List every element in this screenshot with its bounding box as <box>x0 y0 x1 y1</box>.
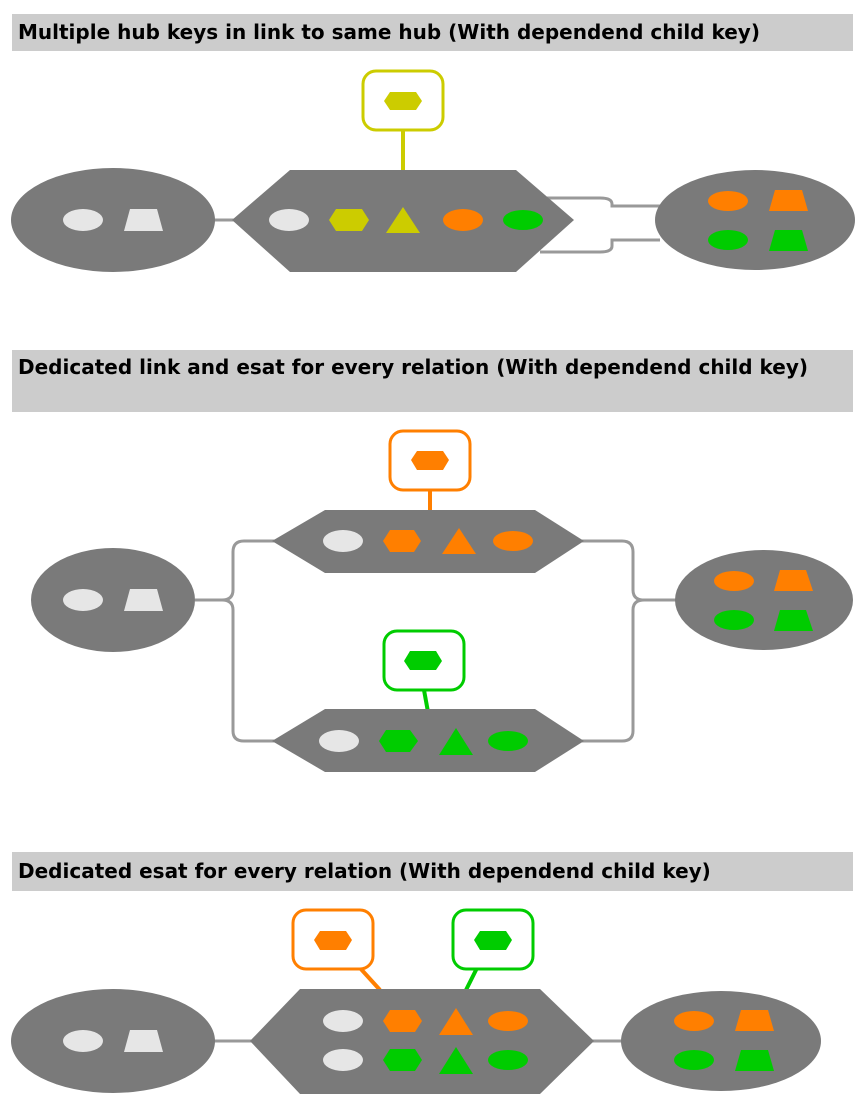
hub-left <box>11 989 215 1093</box>
hub-right <box>621 991 821 1091</box>
key-ellipse-icon <box>323 1049 363 1071</box>
key-triangle-icon <box>439 1047 473 1074</box>
key-ellipse-icon <box>323 530 363 552</box>
key-hexagon-icon <box>383 530 421 552</box>
key-ellipse-icon <box>708 230 748 250</box>
section-header-dedicated-link-and-esat: Dedicated link and esat for every relati… <box>12 350 853 412</box>
key-ellipse-icon <box>323 1010 363 1032</box>
link-node-bottom <box>272 709 584 772</box>
key-trapezoid-icon <box>735 1050 774 1071</box>
key-trapezoid-icon <box>774 610 813 631</box>
key-trapezoid-icon <box>769 230 808 251</box>
key-ellipse-icon <box>503 210 543 230</box>
key-hexagon-icon <box>384 92 422 110</box>
key-ellipse-icon <box>63 589 103 611</box>
key-trapezoid-icon <box>774 570 813 591</box>
link-node-top <box>272 510 584 573</box>
diagram-dedicated-esat <box>11 908 821 1094</box>
hub-right <box>675 550 853 650</box>
key-ellipse-icon <box>488 731 528 751</box>
key-ellipse-icon <box>443 209 483 231</box>
key-ellipse-icon <box>63 1030 103 1052</box>
key-hexagon-icon <box>383 1010 422 1032</box>
key-ellipse-icon <box>674 1011 714 1031</box>
diagram-dedicated-link-and-esat <box>31 429 853 772</box>
connector-bottom-link-right-hub <box>580 598 680 743</box>
key-trapezoid-icon <box>124 1030 163 1052</box>
connector-top-link-right-hub <box>580 539 680 602</box>
key-hexagon-icon <box>314 931 352 950</box>
section-header-dedicated-esat: Dedicated esat for every relation (With … <box>12 852 853 891</box>
key-trapezoid-icon <box>124 589 163 611</box>
key-ellipse-icon <box>674 1050 714 1070</box>
key-triangle-icon <box>442 528 476 554</box>
key-triangle-icon <box>386 207 420 233</box>
key-ellipse-icon <box>319 730 359 752</box>
key-trapezoid-icon <box>735 1010 774 1031</box>
key-ellipse-icon <box>488 1050 528 1070</box>
key-hexagon-icon <box>379 730 418 752</box>
key-ellipse-icon <box>714 571 754 591</box>
connector-green-esat <box>464 967 479 991</box>
connector-left-hub-bottom-link <box>195 598 278 743</box>
hub-left <box>31 548 195 652</box>
key-trapezoid-icon <box>124 209 163 231</box>
hub-right <box>655 170 855 270</box>
connector-orange-esat <box>358 966 382 992</box>
connector-link-right-hub-2 <box>540 238 660 254</box>
link-node <box>250 989 594 1094</box>
key-hexagon-icon <box>474 931 512 950</box>
key-hexagon-icon <box>411 451 449 470</box>
connector-green-esat <box>422 689 430 713</box>
key-triangle-icon <box>439 728 473 755</box>
diagram-multiple-hub-keys <box>11 69 855 272</box>
key-ellipse-icon <box>708 191 748 211</box>
key-ellipse-icon <box>714 610 754 630</box>
key-trapezoid-icon <box>769 190 808 211</box>
key-ellipse-icon <box>269 209 309 231</box>
key-ellipse-icon <box>493 531 533 551</box>
key-triangle-icon <box>439 1008 473 1035</box>
connector-left-hub-top-link <box>195 539 278 602</box>
key-hexagon-icon <box>329 209 369 231</box>
connector-link-right-hub-1 <box>540 196 660 208</box>
key-hexagon-icon <box>383 1049 422 1071</box>
key-ellipse-icon <box>63 209 103 231</box>
key-ellipse-icon <box>488 1011 528 1031</box>
key-hexagon-icon <box>404 651 442 670</box>
hub-left <box>11 168 215 272</box>
section-header-multiple-hub-keys: Multiple hub keys in link to same hub (W… <box>12 14 853 51</box>
